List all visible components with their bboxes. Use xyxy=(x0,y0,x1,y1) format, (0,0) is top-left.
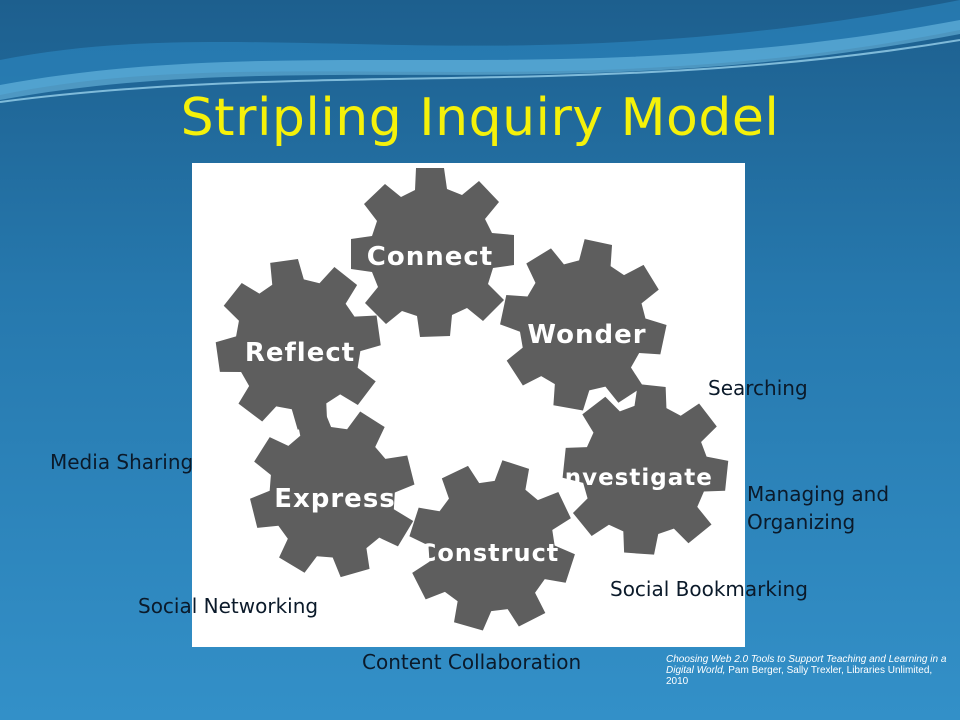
gear-label-wonder: Wonder xyxy=(527,320,646,350)
citation: Choosing Web 2.0 Tools to Support Teachi… xyxy=(666,654,956,687)
tool-label-social-networking: Social Networking xyxy=(138,594,319,618)
citation-title: Choosing Web 2.0 Tools to Support Teachi… xyxy=(666,654,947,676)
gear-label-construct: Construct xyxy=(419,539,560,567)
gear-label-reflect: Reflect xyxy=(245,338,355,368)
tool-label-searching: Searching xyxy=(708,376,808,400)
slide-title: Stripling Inquiry Model xyxy=(180,88,780,148)
tool-label-managing-line1: Managing and xyxy=(747,482,890,506)
gear-label-investigate: Investigate xyxy=(555,465,713,491)
header-swoosh xyxy=(0,0,960,103)
citation-rest: Pam Berger, Sally Trexler, Libraries Unl… xyxy=(666,665,933,687)
gear-label-express: Express xyxy=(274,484,396,514)
gear-diagram: Connect Wonder Reflect Investigate Expre… xyxy=(205,168,736,647)
tool-label-media-sharing: Media Sharing xyxy=(50,450,194,474)
tool-label-content-collaboration: Content Collaboration xyxy=(362,650,582,674)
gear-label-connect: Connect xyxy=(367,242,493,272)
tool-label-social-bookmarking: Social Bookmarking xyxy=(610,577,808,601)
tool-label-managing-line2: Organizing xyxy=(747,510,856,534)
